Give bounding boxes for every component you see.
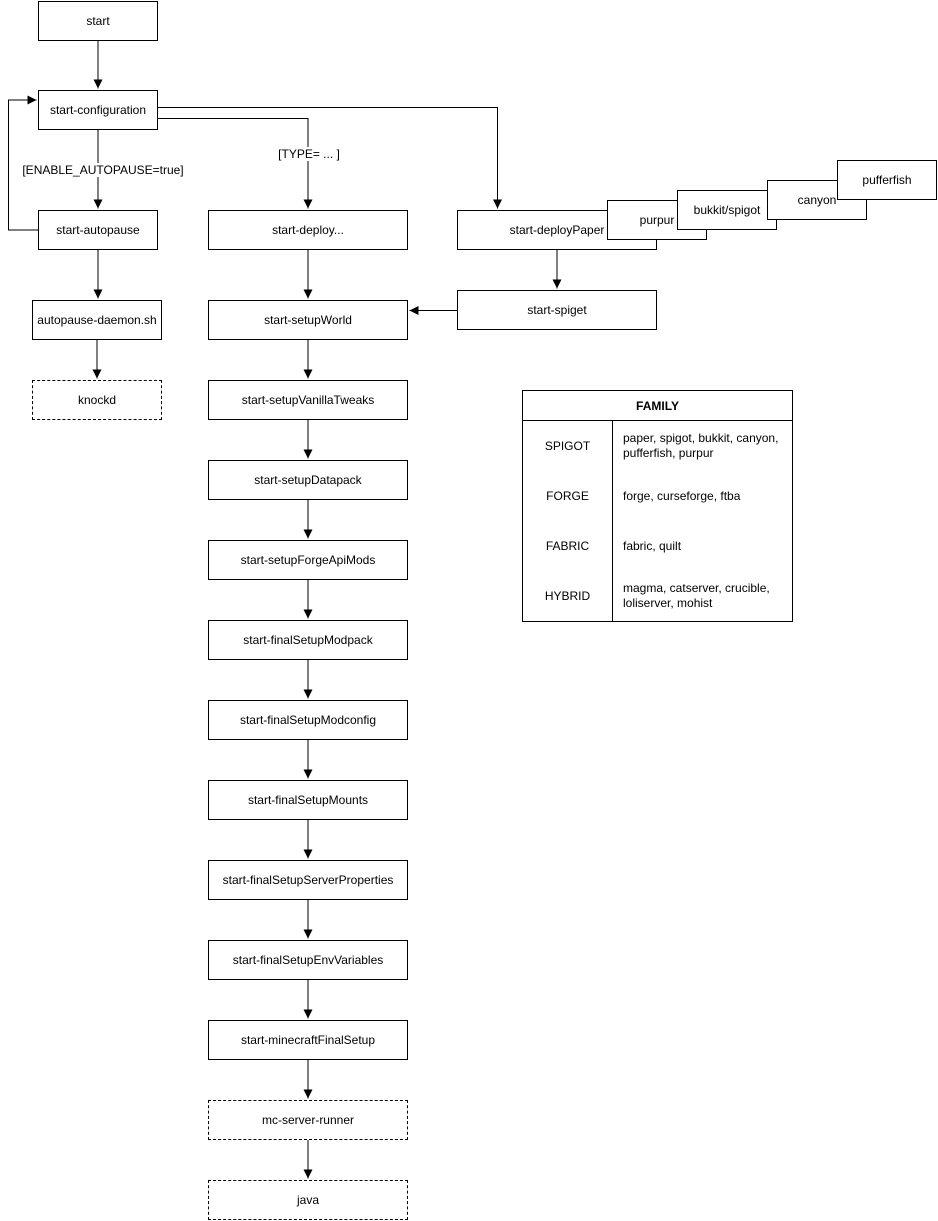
node-start-setupforgeapimods: start-setupForgeApiMods [208, 540, 408, 580]
node-start: start [38, 1, 158, 41]
node-start-spiget: start-spiget [457, 290, 657, 330]
family-name: SPIGOT [544, 439, 591, 453]
node-knockd: knockd [32, 380, 162, 420]
node-start-finalsetupmodconfig: start-finalSetupModconfig [208, 700, 408, 740]
node-start-minecraftfinalsetup: start-minecraftFinalSetup [208, 1020, 408, 1060]
node-canyon: canyon [767, 180, 867, 220]
node-mc-server-runner: mc-server-runner [208, 1100, 408, 1140]
family-members: fabric, quilt [612, 521, 792, 571]
node-start-finalsetupserverproperties: start-finalSetupServerProperties [208, 860, 408, 900]
family-table-title: FAMILY [523, 391, 792, 421]
family-members: forge, curseforge, ftba [612, 471, 792, 521]
node-start-deploy: start-deploy... [208, 210, 408, 250]
table-row: FORGE forge, curseforge, ftba [523, 471, 792, 521]
table-row: HYBRID magma, catserver, crucible, lolis… [523, 571, 792, 621]
node-start-setupvanillatweaks: start-setupVanillaTweaks [208, 380, 408, 420]
node-autopause-daemon-sh: autopause-daemon.sh [32, 300, 162, 340]
edge-label-type: [TYPE= ... ] [276, 147, 342, 161]
family-name: FORGE [546, 489, 589, 503]
family-members: magma, catserver, crucible, loliserver, … [612, 571, 792, 621]
family-members: paper, spigot, bukkit, canyon, pufferfis… [612, 421, 792, 471]
node-bukkit-spigot: bukkit/spigot [677, 190, 777, 230]
family-name: FABRIC [545, 539, 590, 553]
edge-label-enable-autopause: [ENABLE_AUTOPAUSE=true] [20, 163, 186, 177]
node-start-setupdatapack: start-setupDatapack [208, 460, 408, 500]
edge-autopause-loop-to-configuration [8, 95, 38, 231]
node-start-finalsetupmodpack: start-finalSetupModpack [208, 620, 408, 660]
family-table: FAMILY SPIGOT paper, spigot, bukkit, can… [522, 390, 793, 622]
node-start-configuration: start-configuration [38, 90, 158, 130]
node-start-finalsetupmounts: start-finalSetupMounts [208, 780, 408, 820]
table-row: FABRIC fabric, quilt [523, 521, 792, 571]
node-start-setupworld: start-setupWorld [208, 300, 408, 340]
node-pufferfish: pufferfish [837, 160, 937, 200]
node-start-autopause: start-autopause [38, 210, 158, 250]
node-start-finalsetupenvvariables: start-finalSetupEnvVariables [208, 940, 408, 980]
node-java: java [208, 1180, 408, 1220]
table-row: SPIGOT paper, spigot, bukkit, canyon, pu… [523, 421, 792, 471]
edge-configuration-to-deploypaper [158, 107, 502, 209]
family-name: HYBRID [544, 589, 591, 603]
edge-configuration-to-deploy [158, 118, 313, 209]
